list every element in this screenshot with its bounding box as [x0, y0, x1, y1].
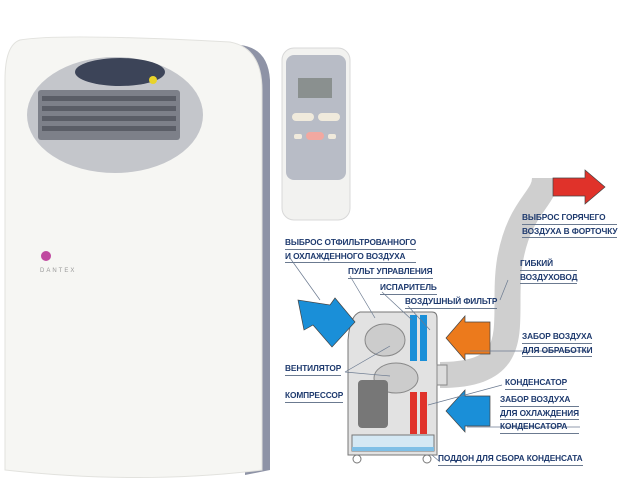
label-line: И ОХЛАЖДЕННОГО ВОЗДУХА: [285, 250, 417, 263]
label-line: ВОЗДУХА В ФОРТОЧКУ: [522, 225, 618, 238]
label-line: КОМПРЕССОР: [285, 389, 343, 403]
label-line: ВЫБРОС ГОРЯЧЕГО: [522, 211, 618, 225]
air-conditioner-unit: [4, 36, 270, 478]
control-panel-display: [75, 58, 165, 86]
compressor: [358, 380, 388, 428]
cool-air-arrow: [297, 297, 356, 348]
condenser: [410, 392, 417, 434]
label-line: ВОЗДУХОВОД: [520, 271, 578, 284]
label-evaporator: ИСПАРИТЕЛЬ: [380, 281, 437, 295]
label-condenser: КОНДЕНСАТОР: [505, 376, 567, 390]
label-line: КОНДЕНСАТОРА: [500, 420, 579, 434]
label-line: ИСПАРИТЕЛЬ: [380, 281, 437, 295]
intake-process-arrow: [445, 315, 491, 361]
label-line: ДЛЯ ОХЛАЖДЕНИЯ: [500, 407, 579, 420]
label-line: ВЫБРОС ОТФИЛЬТРОВАННОГО: [285, 236, 416, 250]
label-line: ГИБКИЙ: [520, 257, 578, 271]
label-line: ДЛЯ ОБРАБОТКИ: [522, 344, 593, 357]
hot-air-arrow: [552, 169, 606, 205]
label-line: КОНДЕНСАТОР: [505, 376, 567, 390]
flexible-duct: [439, 176, 558, 388]
label-line: ВЕНТИЛЯТОР: [285, 362, 341, 376]
brand-logo-icon: [41, 251, 51, 261]
label-line: ПУЛЬТ УПРАВЛЕНИЯ: [348, 265, 433, 279]
intake-condenser-arrow: [445, 389, 491, 433]
label-line: ВОЗДУШНЫЙ ФИЛЬТР: [405, 295, 497, 309]
label-fan: ВЕНТИЛЯТОР: [285, 362, 341, 376]
unit-cross-section: [347, 311, 448, 464]
fan-top: [364, 323, 406, 357]
brand-name: DANTEX: [40, 268, 77, 274]
air-vent-grille: [38, 90, 180, 140]
label-air-filter: ВОЗДУШНЫЙ ФИЛЬТР: [405, 295, 497, 309]
label-line: ЗАБОР ВОЗДУХА: [500, 393, 579, 407]
evaporator: [410, 315, 417, 361]
label-compressor: КОМПРЕССОР: [285, 389, 343, 403]
leader-lines: [289, 257, 590, 463]
label-line: ЗАБОР ВОЗДУХА: [522, 330, 593, 344]
label-control-panel: ПУЛЬТ УПРАВЛЕНИЯ: [348, 265, 433, 279]
remote-control: [281, 47, 351, 221]
label-line: ПОДДОН ДЛЯ СБОРА КОНДЕНСАТА: [438, 452, 583, 466]
label-drain-pan: ПОДДОН ДЛЯ СБОРА КОНДЕНСАТА: [438, 452, 583, 466]
